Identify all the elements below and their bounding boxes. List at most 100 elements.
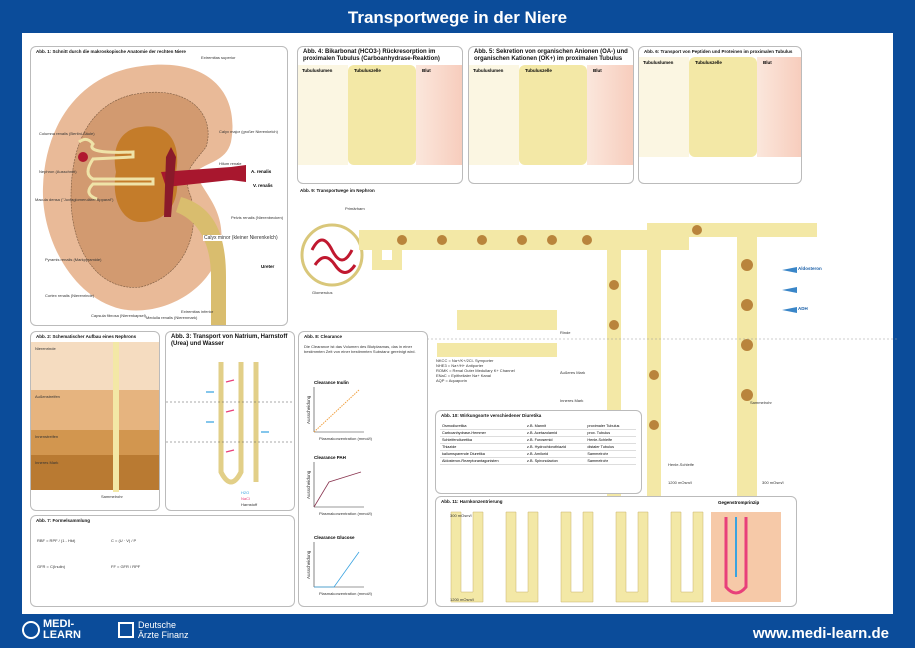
- aerzte-finanz-logo-icon: [118, 622, 134, 638]
- nephron-label: Inneres Mark: [560, 398, 584, 403]
- legend-row: ROMK = Renal Outer Medullary K+ Channel: [436, 368, 515, 373]
- osmolarity-label: 300 mOsm/l: [450, 513, 472, 518]
- cell: Sammelrohr: [585, 457, 636, 465]
- cell: Carboanhydrase-Hemmer: [440, 429, 525, 437]
- cell: Osmodiuretika: [440, 423, 525, 430]
- nephron-label: Aldosteron: [798, 266, 822, 271]
- cell: Henle-Schleife: [585, 436, 636, 444]
- nephron-label: ADH: [798, 306, 808, 311]
- panel-title: Abb. 7: Formelsammlung: [36, 518, 91, 523]
- cell: z.B. Amilorid: [524, 450, 586, 458]
- legend-item: H2O: [241, 490, 250, 495]
- panel-bicarbonate: Abb. 4: Bikarbonat (HCO3-) Rückresorptio…: [297, 46, 463, 184]
- col-label: Tubuluslumen: [302, 68, 333, 73]
- kidney-label: Pelvis renalis (Nierenbecken): [231, 215, 284, 220]
- col-label: Tubuluszelle: [525, 68, 552, 73]
- zone-label: Inneres Mark: [35, 460, 59, 465]
- col-label: Tubuluszelle: [695, 60, 722, 65]
- col-label: Blut: [763, 60, 772, 65]
- zone-inner-medulla: [31, 455, 159, 490]
- aerzte-finanz-logo: Deutsche Ärzte Finanz: [138, 620, 189, 640]
- formula: FF = GFR / RPF: [111, 564, 141, 569]
- zone-label: Innenstreifen: [35, 434, 59, 439]
- glucose-line: [314, 551, 360, 588]
- cell: distaler Tubulus: [585, 443, 636, 451]
- panel-formulas: Abb. 7: Formelsammlung RBF = RPF / (1 - …: [30, 515, 295, 607]
- cell: proximaler Tubulus: [585, 423, 636, 430]
- cell: prox. Tubulus: [585, 429, 636, 437]
- lumen-band: [639, 57, 689, 157]
- panel-title: Abb. 3: Transport von Natrium, Harnstoff…: [171, 334, 290, 348]
- clearance-intro: Die Clearance ist das Volumen des Blutpl…: [304, 344, 416, 354]
- logo-text: LEARN: [43, 629, 81, 641]
- kidney-label: V. renalis: [253, 183, 273, 188]
- poster-title: Transportwege in der Niere: [347, 8, 568, 27]
- kidney-label: Extremitas superior: [201, 55, 236, 60]
- cell: z.B. Hydrochlorothiazid: [524, 443, 586, 451]
- panel-title: Abb. 6: Transport von Peptiden und Prote…: [644, 49, 793, 54]
- panel-title: Abb. 4: Bikarbonat (HCO3-) Rückresorptio…: [303, 49, 440, 62]
- cell: z.B. Furosemid: [524, 436, 586, 444]
- col-label: Blut: [593, 68, 602, 73]
- logo-text: Ärzte Finanz: [138, 630, 189, 640]
- kidney-illustration: [42, 64, 246, 325]
- nephron-label: Henle-Schleife: [668, 462, 695, 467]
- medilearn-logo: MEDI- LEARN: [43, 619, 81, 641]
- panel-peptide-transport: Abb. 6: Transport von Peptiden und Prote…: [638, 46, 802, 184]
- zone-label: Sammelrohr: [101, 494, 123, 499]
- nephron-title: Abb. 9: Transportwege im Nephron: [300, 188, 375, 193]
- loop-diagram: [166, 362, 294, 485]
- zone-outer-stripe: [31, 390, 159, 430]
- cell: Thiazide: [440, 443, 525, 451]
- logo-text: Deutsche: [138, 620, 177, 630]
- collecting-duct: [113, 342, 119, 492]
- panel-diuretics: Abb. 10: Wirkungsorte verschiedener Diur…: [435, 410, 642, 494]
- graph-xlabel: Plasmakonzentration (mmol/l): [319, 436, 372, 441]
- panel-title: Abb. 8: Clearance: [304, 334, 343, 339]
- blood-band: [587, 65, 633, 165]
- graph-title: Clearance Glucose: [314, 535, 355, 540]
- cell: kaliumsparende Diuretika: [440, 450, 525, 458]
- cell: Sammelrohr: [585, 450, 636, 458]
- cell-band: [348, 65, 416, 165]
- graph-title: Clearance PAH: [314, 455, 346, 460]
- website-link[interactable]: www.medi-learn.de: [752, 625, 889, 642]
- graph-ylabel: Ausscheidung: [306, 470, 311, 499]
- blood-band: [757, 57, 801, 157]
- kidney-label: Cortex renalis (Nierenrinde): [45, 293, 95, 298]
- panel-urine-concentration: Abb. 11: Harnkonzentrierung 300 mOsm/l 1…: [435, 496, 797, 607]
- formula: C = (U · V) / P: [111, 538, 137, 543]
- osmolarity-label: 1200 mOsm/l: [450, 597, 474, 602]
- legend-row: NKCC = Na+/K+/2Cl- Symporter: [436, 358, 494, 363]
- legend-row: AQP = Aquaporin: [436, 378, 467, 383]
- nephron-label: Rinde: [560, 330, 571, 335]
- nephron-label: 1200 mOsm/l: [668, 480, 692, 485]
- zone-cortex: [31, 342, 159, 390]
- kidney-label: Ureter: [261, 264, 275, 269]
- inulin-line: [313, 389, 360, 433]
- kidney-label: Macula densa ("Juxtaglomerulärer Apparat…: [35, 197, 114, 202]
- col-label: Blut: [422, 68, 431, 73]
- pah-line: [313, 471, 362, 508]
- graph-xlabel: Plasmakonzentration (mmol/l): [319, 511, 372, 516]
- kidney-label: Capsula fibrosa (Nierenkapsel): [91, 313, 146, 318]
- graph-xlabel: Plasmakonzentration (mmol/l): [319, 591, 372, 596]
- kidney-label: Columna renalis (Bertini-Säule): [39, 131, 95, 136]
- panel-nephron-structure: Abb. 2: Schematischer Aufbau eines Nephr…: [30, 331, 160, 511]
- zone-label: Außenstreifen: [35, 394, 60, 399]
- nephron-label: Sammelrohr: [750, 400, 772, 405]
- kidney-label: A. renalis: [251, 169, 272, 174]
- kidney-label: Hilum renale: [219, 161, 242, 166]
- graph-ylabel: Ausscheidung: [306, 395, 311, 424]
- graph-title: Clearance Inulin: [314, 380, 349, 385]
- panel-title: Abb. 5: Sekretion von organischen Anione…: [474, 49, 628, 62]
- cell-band: [689, 57, 757, 157]
- formula: GFR = C(Inulin): [37, 564, 66, 569]
- kidney-label: Extremitas inferior: [181, 309, 214, 314]
- nephron-label: Glomerulus: [312, 290, 333, 295]
